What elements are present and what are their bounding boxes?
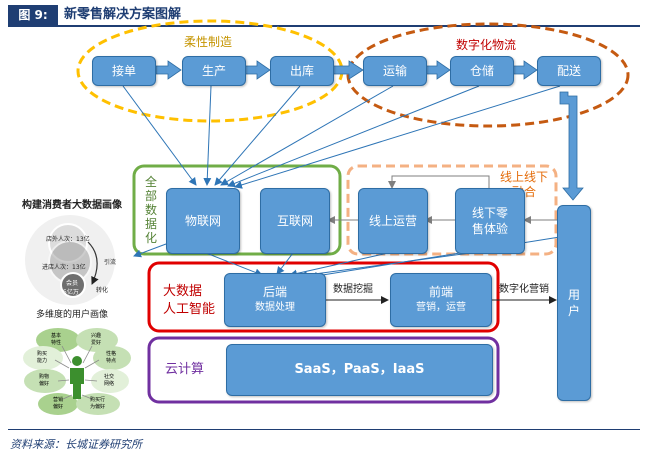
tag-interests-1: 兴趣 [91,333,102,339]
bigdata-label-1: 大数据 [163,284,203,299]
offline-retail-label-1: 线下零 [471,206,508,220]
all-data-label-4: 据 [145,217,158,231]
arrow-order-to-production [155,60,182,80]
backend-subtitle: 数据处理 [255,302,295,313]
cloud-services-box: SaaS，PaaS，IaaS [226,344,493,396]
stat-outside-visitors: 店外人次：13亿 [46,236,90,243]
flexible-manufacturing-label: 柔性制造 [184,35,233,49]
backend-box: 后端 数据处理 [224,273,326,327]
order-label: 接单 [111,64,136,78]
bigdata-label-2: 人工智能 [163,302,216,317]
all-data-outline [132,164,342,256]
delivery-box: 配送 [537,56,601,86]
cloud-label: 云计算 [165,362,205,377]
production-label: 生产 [201,64,226,78]
outbound-box: 出库 [270,56,334,86]
all-data-label-3: 数 [145,203,158,217]
tag-shopping-pref-2: 偏好 [39,381,50,387]
tag-social-network-2: 网络 [104,381,115,387]
guide-traffic-label: 引流 [104,259,117,266]
iot-label: 物联网 [184,214,221,228]
arrow-delivery-to-iot [234,85,561,189]
arrow-iot-to-consumer [133,243,167,258]
stat-members-label: 会员 [66,280,79,287]
digital-marketing-label: 数字化营销 [499,284,549,295]
consumer-portrait-title: 构建消费者大数据画像 [22,200,122,211]
tag-marketing-pref-2: 偏好 [53,404,64,410]
tag-personality-2: 特点 [106,358,117,364]
figure-header: 图 9: 新零售解决方案图解 [8,5,640,27]
all-data-label-2: 部 [145,189,158,203]
stat-members-count: 5亿万 [63,289,79,296]
tag-interests-2: 爱好 [91,340,102,346]
consumer-portrait-graphic [23,215,131,415]
all-data-label-5: 化 [145,231,158,245]
arrow-production-to-iot [203,85,212,186]
internet-box: 互联网 [260,188,330,254]
frontend-title: 前端 [428,285,453,299]
arrow-offline-to-online-top [388,175,490,189]
online-offline-label-1: 线上线下 [500,170,549,184]
offline-retail-box: 线下零 售体验 [455,188,525,254]
transport-box: 运输 [363,56,427,86]
data-mining-label: 数据挖掘 [333,284,373,295]
delivery-label: 配送 [556,64,581,78]
offline-retail-label-2: 售体验 [471,222,508,236]
all-data-label-1: 全 [145,175,158,189]
user-label-1: 用 [567,288,580,302]
arrow-transport-to-storage [424,60,451,80]
tag-marketing-pref-1: 营销 [53,397,64,403]
tag-personality-1: 性格 [106,351,117,357]
storage-label: 仓储 [469,64,494,78]
arrow-outbound-to-transport [332,60,364,80]
tag-basic-traits-2: 特性 [51,340,62,346]
user-label-2: 户 [567,304,580,318]
bigdata-ai-outline [147,261,500,333]
arrow-iot-to-backend [205,252,263,277]
user-box: 用 户 [557,205,591,401]
iot-box: 物联网 [166,188,240,254]
arrow-outbound-to-iot [214,85,301,186]
digital-logistics-label: 数字化物流 [456,38,517,52]
cloud-outline [147,336,500,404]
tag-purchasing-power-2: 能力 [37,358,48,364]
transport-label: 运输 [382,64,407,78]
arrow-transport-to-iot [220,85,394,186]
figure-label: 图 9: [8,5,58,25]
tag-shopping-pref-1: 购物 [39,374,50,380]
tag-purchase-behavior-2: 为偏好 [90,404,106,410]
tag-purchase-behavior-1: 购买行 [90,397,106,403]
stat-in-store-visitors: 进店人次：13亿 [42,264,86,271]
production-box: 生产 [182,56,246,86]
frontend-box: 前端 营销，运营 [390,273,492,327]
backend-title: 后端 [262,285,287,299]
arrow-production-to-outbound [244,60,271,80]
tag-basic-traits-1: 基本 [51,333,62,339]
footer-rule [8,429,640,430]
arrow-order-to-iot [122,85,197,186]
tag-purchasing-power-1: 购买 [37,351,48,357]
order-box: 接单 [92,56,156,86]
online-ops-box: 线上运营 [358,188,428,254]
conversion-label: 转化 [96,287,109,294]
frontend-subtitle: 营销，运营 [416,302,466,313]
cloud-services-label: SaaS，PaaS，IaaS [294,362,425,377]
tag-social-network-1: 社交 [104,374,115,380]
digital-logistics-outline [346,22,630,128]
arrow-storage-to-delivery [511,60,538,80]
source-note: 资料来源：长城证券研究所 [10,438,142,451]
figure-title: 新零售解决方案图解 [64,7,182,22]
internet-label: 互联网 [276,214,313,228]
arrow-storage-to-iot [227,85,480,188]
arrow-delivery-to-user [559,91,584,201]
arrow-internet-to-backend [276,252,294,275]
storage-box: 仓储 [450,56,514,86]
multi-dimension-portrait-title: 多维度的用户画像 [36,310,109,320]
online-ops-label: 线上运营 [368,214,417,228]
outbound-label: 出库 [289,64,314,78]
